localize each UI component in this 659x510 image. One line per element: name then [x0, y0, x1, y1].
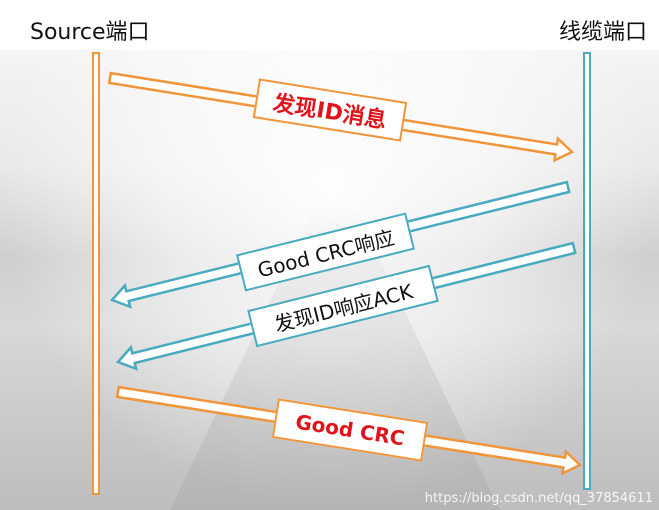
source-port-lifeline [92, 52, 100, 495]
watermark: https://blog.csdn.net/qq_37854611 [424, 491, 653, 506]
cable-port-lifeline [583, 52, 591, 490]
cable-port-label: 线缆端口 [558, 20, 647, 45]
source-port-label: Source端口 [30, 20, 150, 45]
